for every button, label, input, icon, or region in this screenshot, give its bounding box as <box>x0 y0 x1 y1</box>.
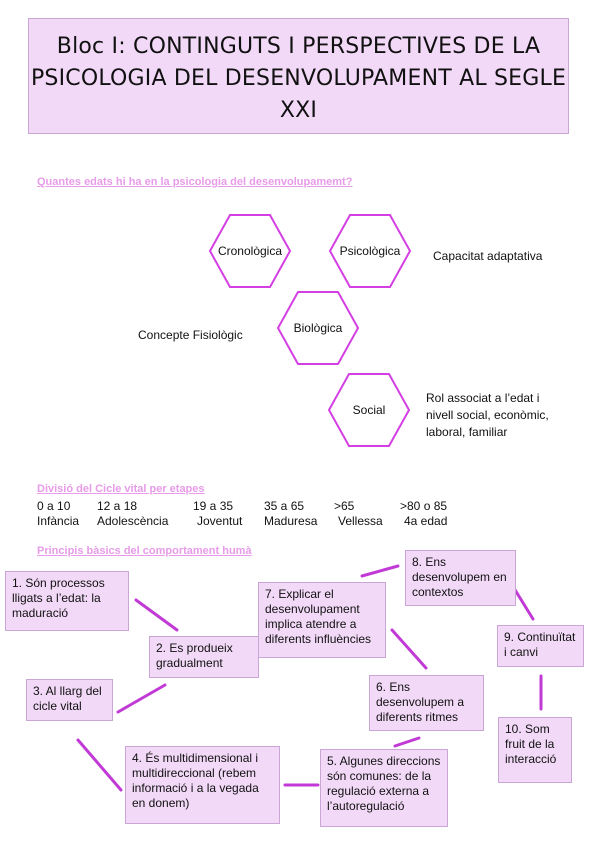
hexagon-biologica <box>276 291 360 365</box>
stage-maduresa: 35 a 65 Maduresa <box>264 499 318 528</box>
connector-2-3 <box>116 683 167 714</box>
principle-box-3: 3. Al llarg del cicle vital <box>26 679 113 721</box>
note-biologica: Concepte Fisiològic <box>138 328 243 342</box>
section-heading-principles: Principis bàsics del comportament humà <box>37 545 252 557</box>
principle-box-6: 6. Ens desenvolupem a diferents ritmes <box>369 675 484 731</box>
section-heading-ages: Quantes edats hi ha en la psicologia del… <box>37 176 353 188</box>
title-box: Bloc I: CONTINGUTS I PERSPECTIVES DE LA … <box>28 18 569 134</box>
page-title: Bloc I: CONTINGUTS I PERSPECTIVES DE LA … <box>29 31 568 127</box>
connector-3-4 <box>76 738 123 792</box>
title-line-1: Bloc I: CONTINGUTS I PERSPECTIVES DE LA <box>56 34 541 59</box>
stage-4a-edad: >80 o 85 4a edad <box>400 499 448 528</box>
note-psicologica: Capacitat adaptativa <box>433 249 543 263</box>
connector-1-2 <box>134 598 179 632</box>
principle-box-7: 7. Explicar el desenvolupament implica a… <box>258 582 386 658</box>
hexagon-label-social: Social <box>352 403 386 417</box>
hexagon-social <box>327 373 411 447</box>
principle-box-2: 2. Es produeix gradualment <box>149 636 259 678</box>
hexagon-label-biologica: Biològica <box>293 321 343 335</box>
principle-box-9: 9. Continuïtat i canvi <box>497 625 584 667</box>
hexagon-label-psicologica: Psicològica <box>339 244 401 258</box>
hexagon-label-cronologica: Cronològica <box>217 244 283 258</box>
section-heading-stages: Divisió del Cicle vital per etapes <box>37 483 205 495</box>
principle-box-4: 4. És multidimensional i multidirecciona… <box>125 746 280 824</box>
stage-adolescencia: 12 a 18 Adolescència <box>97 499 169 528</box>
stage-infancia: 0 a 10 Infància <box>37 499 80 528</box>
stage-joventut: 19 a 35 Joventut <box>193 499 243 528</box>
principle-box-8: 8. Ens desenvolupem en contextos <box>405 550 516 606</box>
hexagon-cronologica <box>208 214 292 288</box>
connector-7-8 <box>360 564 400 578</box>
principle-box-10: 10. Som fruit de la interacció <box>498 717 572 783</box>
title-line-3: XXI <box>279 98 318 123</box>
principle-box-5: 5. Algunes direccions són comunes: de la… <box>320 749 448 827</box>
hexagon-psicologica <box>328 214 412 288</box>
connector-5-6 <box>393 736 421 748</box>
connector-6-7 <box>390 628 428 670</box>
principle-box-1: 1. Són processos lligats a l’edat: la ma… <box>5 571 129 631</box>
stage-vellessa: >65 Vellessa <box>334 499 383 528</box>
note-social: Rol associat a l’edat i nivell social, e… <box>426 391 549 439</box>
title-line-2: PSICOLOGIA DEL DESENVOLUPAMENT AL SEGLE <box>30 66 567 91</box>
